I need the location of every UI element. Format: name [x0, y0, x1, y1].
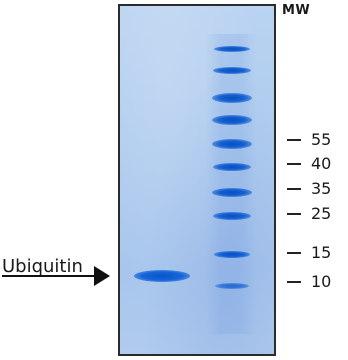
mw-label-55: 55: [311, 130, 332, 149]
mw-label-10: 10: [311, 272, 332, 291]
gel-image: [118, 4, 276, 356]
mw-label-15: 15: [311, 243, 332, 262]
mw-label-25: 25: [311, 204, 332, 223]
mw-tick-25: [287, 213, 301, 215]
mw-tick-35: [287, 188, 301, 190]
ladder-band: [212, 93, 252, 103]
ladder-lane-smear: [206, 34, 256, 334]
ladder-band: [213, 212, 251, 220]
mw-header: MW: [282, 3, 311, 18]
ladder-band: [213, 163, 251, 171]
mw-tick-10: [287, 281, 301, 283]
sample-band: [134, 270, 190, 282]
ladder-band: [213, 67, 251, 74]
mw-tick-55: [287, 139, 301, 141]
ladder-band: [212, 139, 252, 149]
mw-tick-15: [287, 252, 301, 254]
mw-tick-40: [287, 163, 301, 165]
ladder-band: [212, 188, 252, 197]
mw-label-35: 35: [311, 179, 332, 198]
ladder-band: [215, 283, 249, 289]
arrow-shaft: [2, 275, 96, 277]
ladder-band: [214, 46, 250, 52]
arrow-head-icon: [94, 266, 110, 286]
ladder-band: [212, 115, 252, 125]
ladder-band: [214, 251, 250, 258]
protein-label: Ubiquitin: [2, 256, 83, 277]
mw-label-40: 40: [311, 154, 332, 173]
